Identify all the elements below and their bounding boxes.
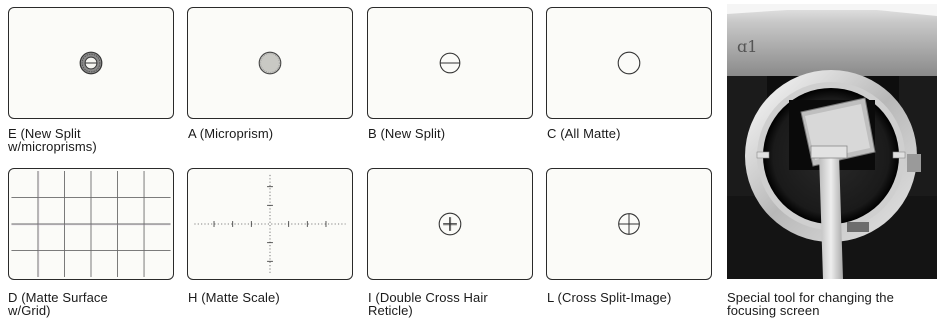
caption-line: w/Grid) [8,304,108,317]
caption-line: C (All Matte) [547,127,621,140]
split-image-center-icon [368,8,532,118]
screen-e-new-split-microprisms [8,7,174,119]
screen-a-microprism [187,7,353,119]
screen-i-double-cross-hair-reticle [367,168,533,280]
split-microprism-center-icon [9,8,173,118]
scale-crosshair-icon [188,169,352,279]
photo-caption: Special tool for changing the focusing s… [727,291,894,317]
caption-d: D (Matte Surface w/Grid) [8,291,108,317]
caption-h: H (Matte Scale) [188,291,280,304]
caption-i: I (Double Cross Hair Reticle) [368,291,488,317]
caption-line: A (Microprism) [188,127,273,140]
svg-text:ɑ1: ɑ1 [737,37,757,56]
caption-line: w/microprisms) [8,140,97,153]
screen-h-matte-scale [187,168,353,280]
matte-circle-center-icon [547,8,711,118]
caption-c: C (All Matte) [547,127,621,140]
screen-c-all-matte [546,7,712,119]
grid-lines-icon [9,169,173,279]
crosshair-reticle-icon [368,169,532,279]
caption-e: E (New Split w/microprisms) [8,127,97,153]
caption-line: focusing screen [727,304,894,317]
caption-b: B (New Split) [368,127,445,140]
caption-line: H (Matte Scale) [188,291,280,304]
screen-l-cross-split-image [546,168,712,280]
cross-split-image-icon [547,169,711,279]
screen-d-matte-surface-grid [8,168,174,280]
caption-a: A (Microprism) [188,127,273,140]
screen-b-new-split [367,7,533,119]
caption-line: L (Cross Split-Image) [547,291,671,304]
caption-l: L (Cross Split-Image) [547,291,671,304]
caption-line: B (New Split) [368,127,445,140]
caption-line: Reticle) [368,304,488,317]
camera-photo: ɑ1 [727,4,937,279]
microprism-center-icon [188,8,352,118]
